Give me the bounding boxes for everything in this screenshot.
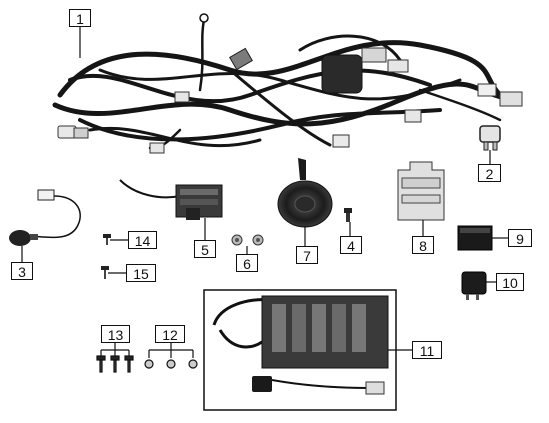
callout-15: 15 (126, 264, 156, 282)
callout-2: 2 (478, 164, 501, 182)
callout-9: 9 (508, 229, 532, 247)
screw-14 (103, 234, 111, 245)
callout-3: 3 (11, 262, 33, 280)
callout-4: 4 (340, 236, 362, 254)
callout-8: 8 (412, 236, 434, 254)
leader-lines (21, 27, 508, 351)
callout-13: 13 (101, 325, 130, 343)
nuts (231, 234, 264, 246)
flasher-relay (461, 271, 487, 300)
callout-11: 11 (412, 341, 442, 359)
starter-relay (397, 161, 445, 221)
cdi-unit (203, 289, 397, 411)
callout-1: 1 (69, 9, 91, 27)
relay (457, 225, 493, 251)
fuse (479, 125, 501, 151)
callout-14: 14 (128, 231, 157, 249)
washers (144, 343, 198, 369)
callout-7: 7 (296, 246, 318, 264)
small-screw (344, 208, 352, 222)
screw-15 (101, 266, 109, 279)
bolts (96, 343, 134, 373)
wiring-harness (52, 18, 508, 150)
harness-connectors (57, 13, 523, 154)
callout-6: 6 (236, 254, 258, 272)
sensor-with-cable (9, 189, 81, 246)
horn (277, 158, 333, 228)
callout-12: 12 (155, 325, 185, 343)
callout-5: 5 (194, 240, 216, 258)
callout-10: 10 (496, 273, 524, 291)
regulator (119, 179, 223, 220)
